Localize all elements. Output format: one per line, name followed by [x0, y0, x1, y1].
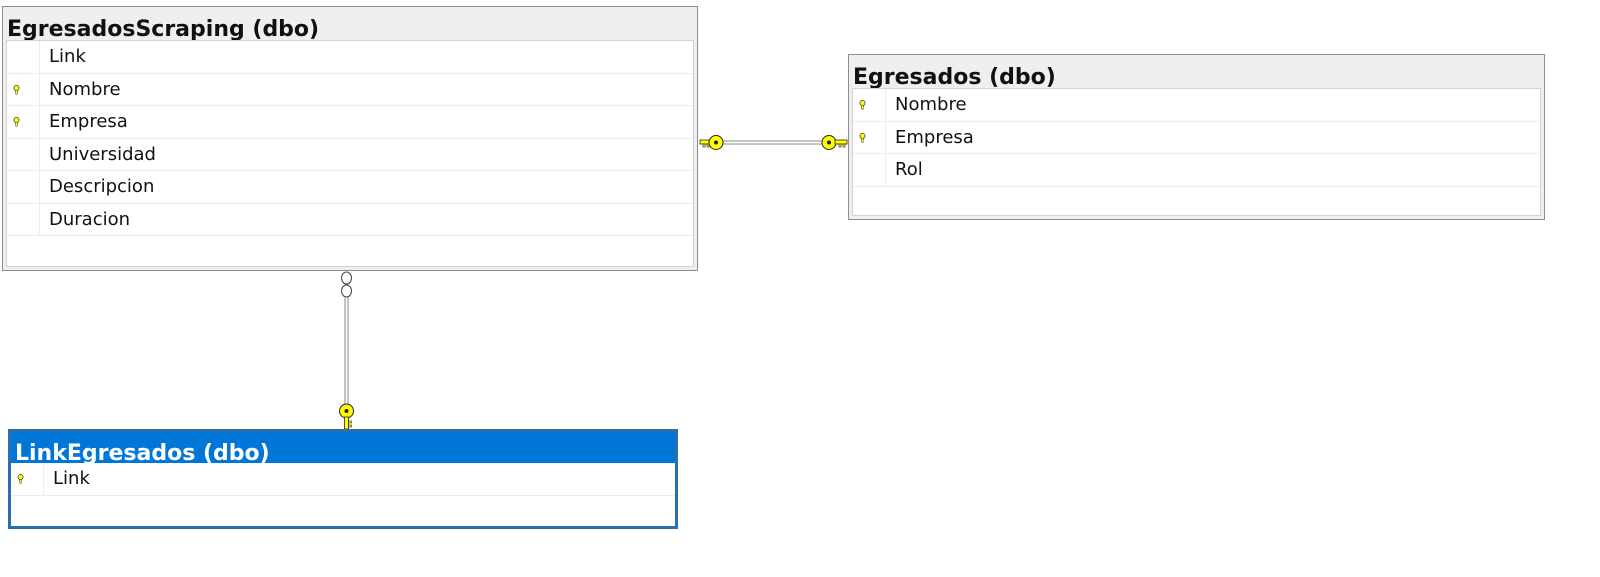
column-name: Duracion [49, 208, 131, 230]
column-name: Empresa [49, 111, 128, 133]
row-selector[interactable] [7, 203, 40, 235]
column-name: Universidad [49, 143, 156, 165]
column-row[interactable]: Link [7, 41, 693, 74]
row-selector[interactable] [853, 121, 886, 153]
table-egresadosscraping[interactable]: EgresadosScraping (dbo) Link Nombre Emp [2, 6, 698, 271]
table-linkegresados[interactable]: LinkEgresados (dbo) Link [8, 429, 678, 529]
table-title: EgresadosScraping (dbo) [7, 17, 320, 41]
column-row[interactable]: Rol [853, 154, 1540, 187]
key-icon [339, 403, 354, 430]
key-icon [699, 135, 724, 150]
column-row[interactable]: Link [11, 463, 675, 496]
row-selector[interactable] [853, 89, 886, 121]
row-selector[interactable] [7, 73, 40, 105]
relationship-scraping-egresados[interactable] [722, 140, 822, 145]
primary-key-icon [17, 474, 24, 484]
column-name: Nombre [895, 94, 967, 116]
column-grid: Nombre Empresa Rol [852, 88, 1541, 216]
row-selector[interactable] [7, 106, 40, 138]
table-egresados[interactable]: Egresados (dbo) Nombre Empresa Rol [848, 54, 1545, 220]
column-name: Link [49, 46, 86, 68]
column-row[interactable]: Empresa [7, 106, 693, 139]
column-row[interactable]: Nombre [7, 73, 693, 106]
primary-key-icon [13, 84, 20, 94]
row-selector[interactable] [853, 154, 886, 186]
table-title: LinkEgresados (dbo) [15, 441, 270, 464]
primary-key-icon [13, 117, 20, 127]
row-selector[interactable] [7, 138, 40, 170]
row-selector[interactable] [7, 171, 40, 203]
column-name: Empresa [895, 126, 974, 148]
key-icon [821, 135, 848, 150]
column-grid: Link [11, 463, 675, 526]
column-grid: Link Nombre Empresa Universidad [6, 40, 694, 267]
column-name: Descripcion [49, 176, 155, 198]
table-title: Egresados (dbo) [853, 65, 1056, 89]
primary-key-icon [859, 132, 866, 142]
column-row[interactable]: Descripcion [7, 171, 693, 204]
column-row[interactable]: Universidad [7, 138, 693, 171]
column-row[interactable]: Duracion [7, 203, 693, 236]
row-selector[interactable] [7, 41, 40, 73]
relationship-scraping-link[interactable] [344, 298, 349, 404]
infinity-icon [341, 271, 352, 298]
primary-key-icon [859, 100, 866, 110]
column-name: Nombre [49, 78, 121, 100]
column-row[interactable]: Empresa [853, 121, 1540, 154]
column-row[interactable]: Nombre [853, 89, 1540, 122]
column-name: Link [53, 468, 90, 490]
row-selector[interactable] [11, 463, 44, 495]
column-name: Rol [895, 159, 923, 181]
